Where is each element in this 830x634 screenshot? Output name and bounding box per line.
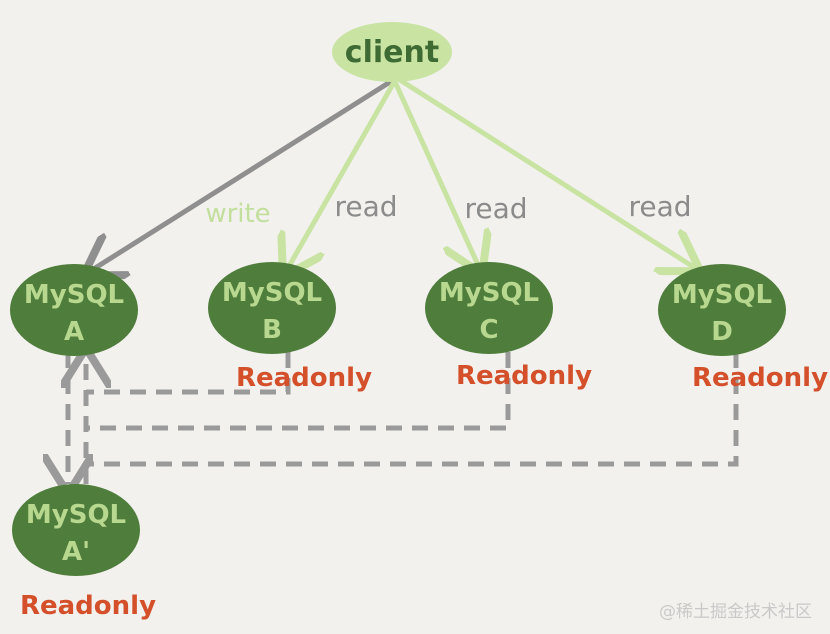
node-a-title: MySQL: [24, 280, 124, 310]
mysql-node-b: MySQL B: [208, 262, 336, 354]
node-a2-title: MySQL: [26, 500, 126, 530]
replication-b-to-a: [86, 352, 291, 395]
watermark: @稀土掘金技术社区: [659, 602, 812, 622]
node-d-id: D: [711, 317, 733, 347]
client-node: client: [332, 22, 452, 82]
replication-d-to-a: [86, 352, 739, 467]
node-c-id: C: [479, 315, 498, 345]
replication-paths: [68, 352, 739, 484]
node-a2-id: A': [62, 537, 90, 567]
node-b-title: MySQL: [222, 278, 322, 308]
write-arrow: [92, 79, 393, 270]
node-a2-readonly: Readonly: [20, 591, 156, 621]
read-arrow-d: [397, 77, 692, 266]
read-label-d: read: [628, 190, 691, 223]
client-label: client: [345, 35, 439, 70]
node-b-readonly: Readonly: [236, 363, 372, 393]
mysql-node-d: MySQL D: [658, 264, 786, 356]
mysql-node-a-prime: MySQL A': [12, 484, 140, 576]
read-label-c: read: [464, 192, 527, 225]
node-d-readonly: Readonly: [692, 363, 828, 393]
read-arrow-b: [288, 81, 396, 268]
mysql-node-c: MySQL C: [425, 262, 553, 354]
node-c-readonly: Readonly: [456, 361, 592, 391]
node-a-id: A: [64, 317, 84, 347]
node-b-id: B: [262, 315, 282, 345]
node-d-title: MySQL: [672, 280, 772, 310]
write-label: write: [205, 199, 270, 229]
read-arrow-c: [393, 81, 478, 265]
node-c-title: MySQL: [439, 278, 539, 308]
read-label-b: read: [334, 190, 397, 223]
mysql-node-a: MySQL A: [10, 264, 138, 356]
